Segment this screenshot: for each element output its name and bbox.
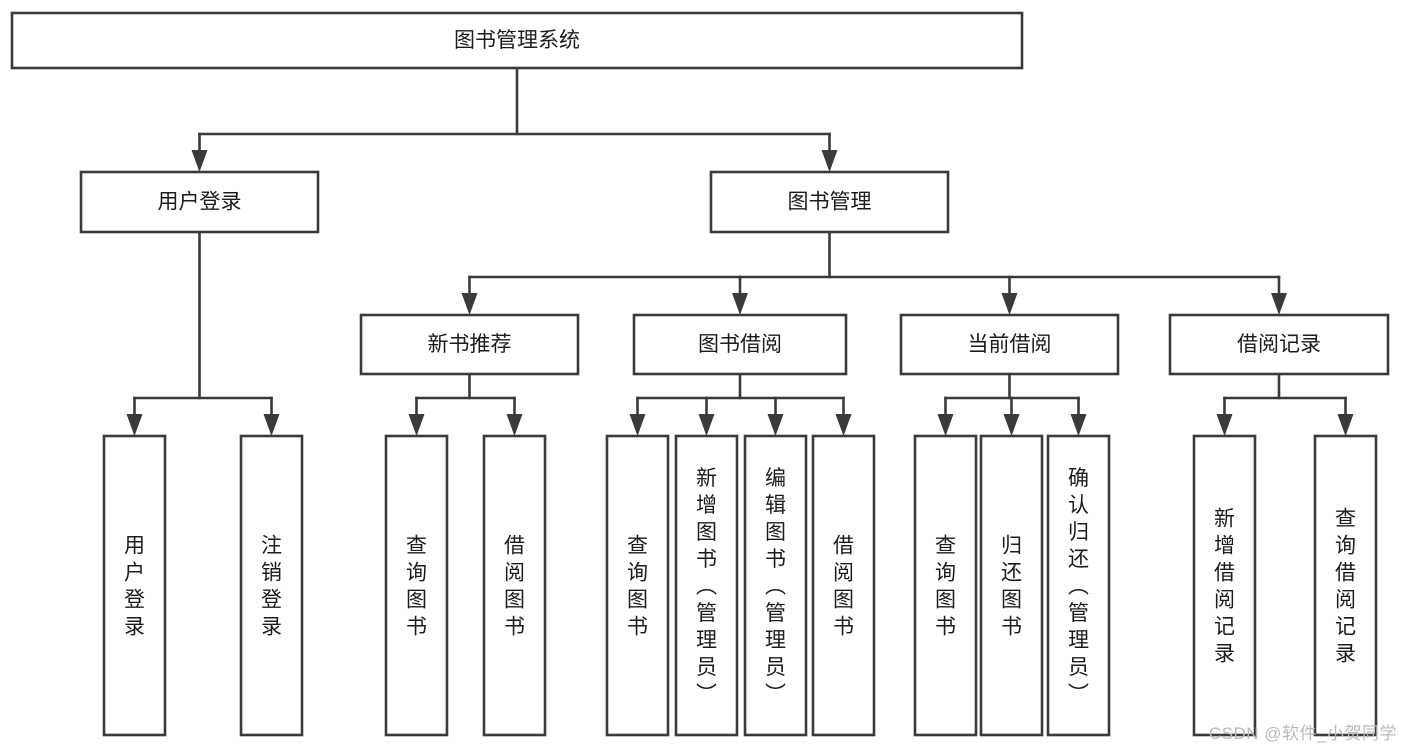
arrow-head-icon xyxy=(698,414,715,436)
node-label: 借阅记录 xyxy=(1237,333,1321,356)
node-n-current-borrow[interactable]: 当前借阅 xyxy=(899,313,1120,376)
node-layer: 图书管理系统用户登录图书管理新书推荐图书借阅当前借阅借阅记录用户登录注销登录查询… xyxy=(10,11,1390,737)
node-l-borrow-book-1[interactable]: 借阅图书 xyxy=(482,434,547,737)
node-n-book-borrow[interactable]: 图书借阅 xyxy=(632,313,848,376)
arrow-head-icon xyxy=(1337,414,1354,436)
node-l-query-record[interactable]: 查询借阅记录 xyxy=(1313,434,1378,737)
arrow-head-icon xyxy=(629,414,646,436)
node-box xyxy=(10,11,1024,70)
arrow-head-icon xyxy=(732,293,748,315)
node-label: 借阅图书 xyxy=(833,535,854,639)
node-box xyxy=(384,434,449,737)
node-box xyxy=(674,434,739,737)
node-l-confirm-return[interactable]: 确认归还︵管理员︶ xyxy=(1046,434,1111,737)
node-label: 借阅图书 xyxy=(504,535,525,639)
node-box xyxy=(605,434,670,737)
node-l-edit-book[interactable]: 编辑图书︵管理员︶ xyxy=(743,434,808,737)
node-l-add-record[interactable]: 新增借阅记录 xyxy=(1192,434,1257,737)
node-l-query-book-3[interactable]: 查询图书 xyxy=(913,434,978,737)
node-label: 新书推荐 xyxy=(428,333,512,356)
node-l-logout[interactable]: 注销登录 xyxy=(239,434,304,737)
node-label: 查询图书 xyxy=(935,535,956,639)
arrow-head-icon xyxy=(821,150,838,172)
node-box xyxy=(979,434,1044,737)
arrow-head-icon xyxy=(1216,414,1233,436)
node-label: 新增图书︵管理员︶ xyxy=(696,467,717,706)
node-label: 查询图书 xyxy=(627,535,648,639)
node-box xyxy=(709,170,950,234)
node-box xyxy=(359,313,580,376)
node-l-return-book[interactable]: 归还图书 xyxy=(979,434,1044,737)
node-root[interactable]: 图书管理系统 xyxy=(10,11,1024,70)
arrow-head-icon xyxy=(408,414,425,436)
node-box xyxy=(1313,434,1378,737)
arrow-head-icon xyxy=(835,414,852,436)
node-n-borrow-record[interactable]: 借阅记录 xyxy=(1168,313,1390,376)
node-box xyxy=(632,313,848,376)
watermark-text: CSDN @软件_小贺同学 xyxy=(1208,724,1397,743)
node-label: 编辑图书︵管理员︶ xyxy=(765,467,786,706)
node-l-borrow-book-2[interactable]: 借阅图书 xyxy=(811,434,876,737)
node-box xyxy=(239,434,304,737)
node-box xyxy=(743,434,808,737)
arrow-head-icon xyxy=(1003,414,1020,436)
node-label: 查询图书 xyxy=(406,535,427,639)
node-box xyxy=(1046,434,1111,737)
node-l-add-book[interactable]: 新增图书︵管理员︶ xyxy=(674,434,739,737)
node-label: 图书管理系统 xyxy=(454,29,580,52)
arrow-head-icon xyxy=(937,414,954,436)
node-box xyxy=(811,434,876,737)
node-l-query-book-1[interactable]: 查询图书 xyxy=(384,434,449,737)
node-box xyxy=(899,313,1120,376)
node-label: 图书借阅 xyxy=(698,333,782,356)
arrow-head-icon xyxy=(263,414,280,436)
arrow-head-icon xyxy=(126,414,143,436)
node-label: 归还图书 xyxy=(1001,535,1022,639)
node-box xyxy=(913,434,978,737)
node-l-user-login[interactable]: 用户登录 xyxy=(102,434,167,737)
node-label: 当前借阅 xyxy=(968,333,1052,356)
node-box xyxy=(102,434,167,737)
node-n-new-book-rec[interactable]: 新书推荐 xyxy=(359,313,580,376)
arrow-head-icon xyxy=(1001,293,1018,315)
arrow-head-icon xyxy=(461,293,478,315)
node-label: 用户登录 xyxy=(124,535,145,639)
arrow-head-icon xyxy=(1271,293,1287,315)
node-l-query-book-2[interactable]: 查询图书 xyxy=(605,434,670,737)
node-label: 确认归还︵管理员︶ xyxy=(1068,467,1089,706)
node-label: 用户登录 xyxy=(158,191,242,214)
connector-layer xyxy=(126,66,1354,436)
node-label: 查询借阅记录 xyxy=(1335,508,1356,666)
node-label: 注销登录 xyxy=(261,535,282,639)
node-box xyxy=(482,434,547,737)
arrow-head-icon xyxy=(767,414,784,436)
node-n-user-login[interactable]: 用户登录 xyxy=(79,170,320,234)
arrow-head-icon xyxy=(191,150,208,172)
node-box xyxy=(1192,434,1257,737)
arrow-head-icon xyxy=(1070,414,1087,436)
node-box xyxy=(79,170,320,234)
arrow-head-icon xyxy=(506,414,523,436)
node-label: 新增借阅记录 xyxy=(1214,508,1235,666)
node-label: 图书管理 xyxy=(788,191,872,214)
node-box xyxy=(1168,313,1390,376)
node-n-book-manage[interactable]: 图书管理 xyxy=(709,170,950,234)
